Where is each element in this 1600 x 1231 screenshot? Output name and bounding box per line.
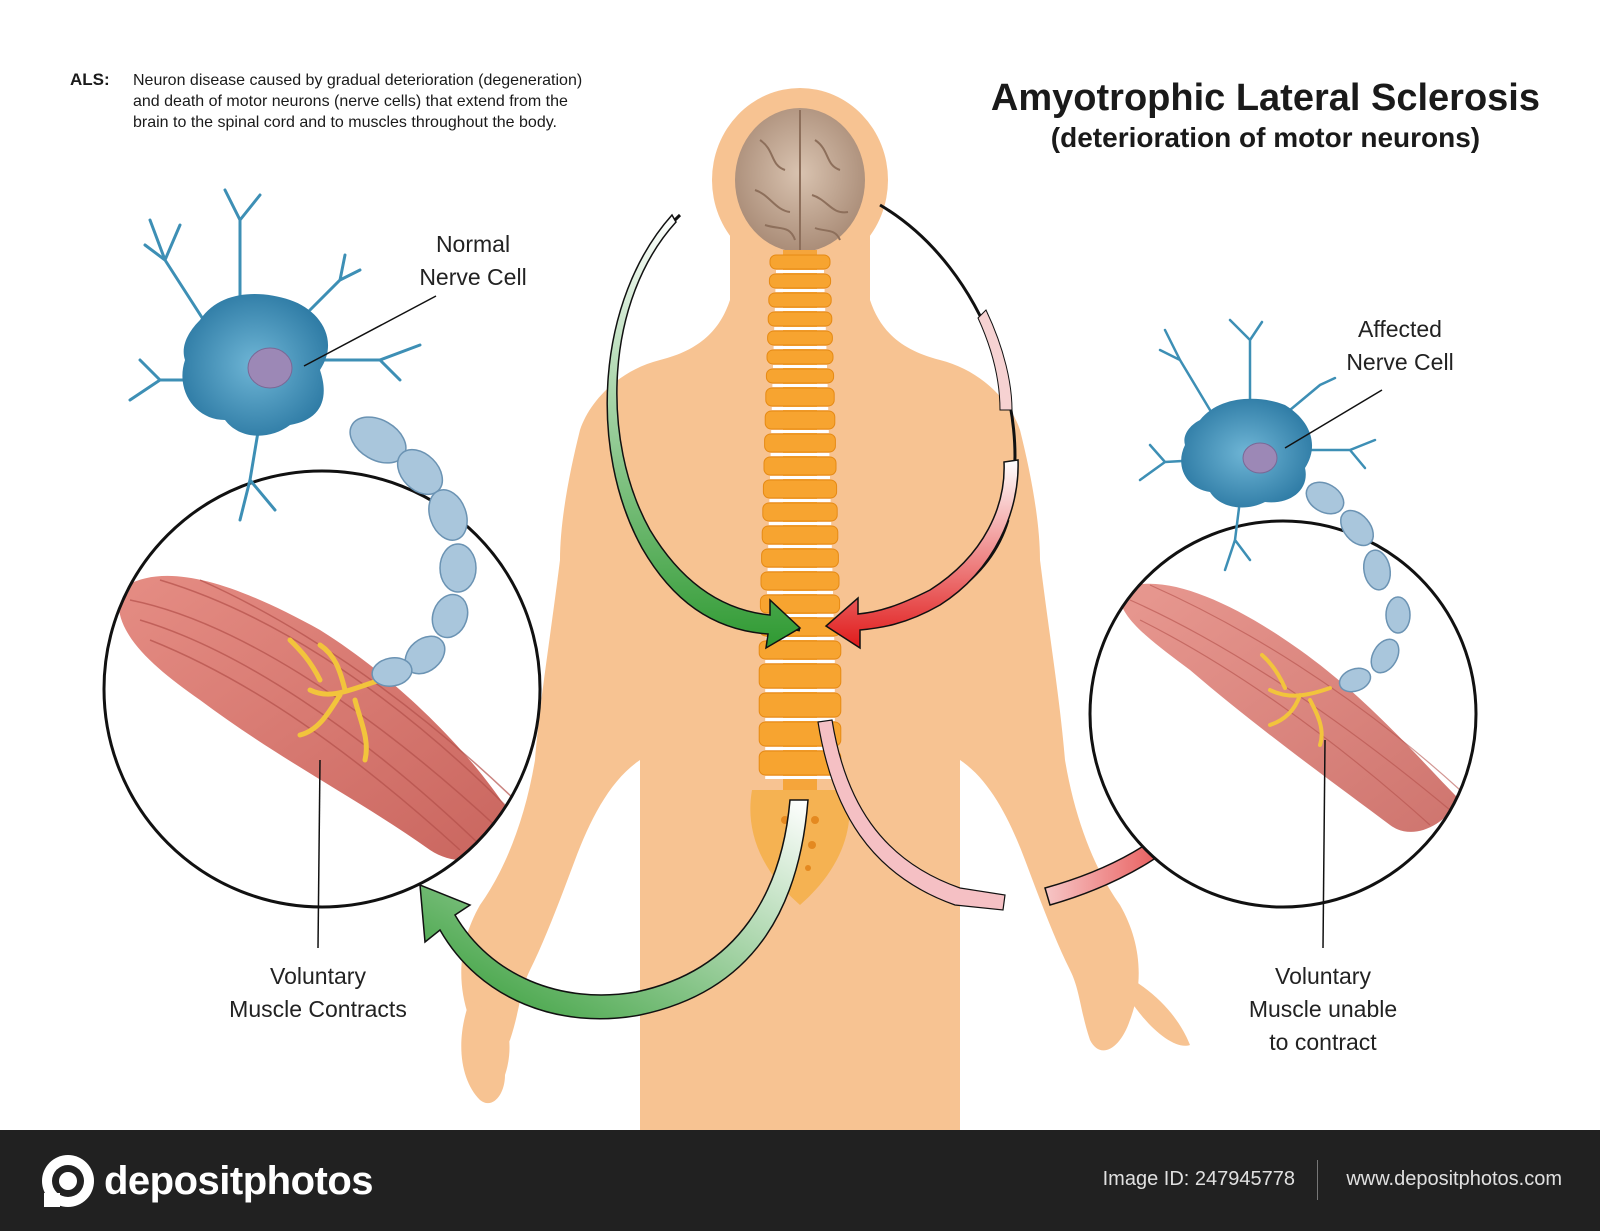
intervertebral-disc xyxy=(765,776,835,779)
intervertebral-disc xyxy=(770,476,830,479)
intervertebral-disc xyxy=(767,591,833,594)
vertebra xyxy=(762,479,838,499)
brand-logo[interactable]: depositphotos xyxy=(40,1150,374,1212)
normal-cell-label-line-1: Normal xyxy=(435,231,511,257)
intervertebral-disc xyxy=(765,689,835,692)
intervertebral-disc xyxy=(769,499,831,502)
vertebra xyxy=(768,273,832,289)
intervertebral-disc xyxy=(766,614,834,617)
intervertebral-disc xyxy=(776,270,824,273)
vertebra xyxy=(758,663,842,689)
affected-axon xyxy=(1305,481,1411,693)
camera-logo-icon xyxy=(42,1155,94,1207)
intervertebral-disc xyxy=(774,327,826,330)
vertebra xyxy=(768,292,832,308)
affected-nerve-cell xyxy=(1138,318,1383,572)
right-muscle-pointer xyxy=(1322,739,1326,949)
vertebra xyxy=(758,692,842,718)
intervertebral-disc xyxy=(772,384,828,387)
site-link[interactable]: www.depositphotos.com xyxy=(1346,1168,1562,1190)
vertebra xyxy=(765,387,835,407)
right-muscle-label-line-3: to contract xyxy=(1269,1029,1377,1055)
footer-divider xyxy=(1317,1160,1318,1200)
normal-nerve-cell xyxy=(128,188,437,522)
vertebra xyxy=(766,349,834,365)
footer-bar: depositphotos Image ID: 247945778 www.de… xyxy=(0,1130,1600,1231)
intervertebral-disc xyxy=(765,637,835,640)
normal-cell-label: Normal Nerve Cell xyxy=(398,228,548,294)
intervertebral-disc xyxy=(765,747,835,750)
vertebra xyxy=(758,640,842,660)
vertebra xyxy=(769,254,831,270)
normal-axon xyxy=(349,416,477,687)
affected-muscle-inset xyxy=(1088,519,1478,909)
vertebra xyxy=(761,525,839,545)
affected-cell-label: Affected Nerve Cell xyxy=(1325,313,1475,379)
brand-name: depositphotos xyxy=(104,1158,374,1203)
normal-signal-arrow-lower xyxy=(419,799,809,1020)
definition-label: ALS: xyxy=(70,70,110,89)
right-muscle-label: Voluntary Muscle unable to contract xyxy=(1213,960,1433,1059)
intervertebral-disc xyxy=(765,660,835,663)
intervertebral-disc xyxy=(773,365,827,368)
vertebra xyxy=(767,311,833,327)
definition-text: Neuron disease caused by gradual deterio… xyxy=(133,70,733,133)
normal-signal-arrow-upper xyxy=(606,213,802,650)
vertebra xyxy=(762,502,838,522)
vertebra xyxy=(764,410,836,430)
definition-line-1: Neuron disease caused by gradual deterio… xyxy=(133,72,583,89)
left-muscle-label: Voluntary Muscle Contracts xyxy=(198,960,438,1026)
vertebra xyxy=(767,330,833,346)
affected-signal-arrow-upper xyxy=(824,309,1019,650)
right-muscle-label-line-1: Voluntary xyxy=(1275,963,1371,989)
intervertebral-disc xyxy=(774,308,826,311)
normal-cell-label-line-2: Nerve Cell xyxy=(419,264,527,290)
affected-cell-label-line-1: Affected xyxy=(1358,316,1442,342)
right-muscle-label-line-2: Muscle unable xyxy=(1248,996,1398,1022)
intervertebral-disc xyxy=(771,430,829,433)
intervertebral-disc xyxy=(770,453,830,456)
intervertebral-disc xyxy=(768,545,832,548)
definition-line-3: brain to the spinal cord and to muscles … xyxy=(133,114,557,131)
left-muscle-pointer xyxy=(317,759,321,949)
spinal-column xyxy=(750,250,850,905)
page-title: Amyotrophic Lateral Sclerosis (deteriora… xyxy=(991,76,1540,156)
left-muscle-label-line-1: Voluntary xyxy=(270,963,366,989)
normal-muscle-inset xyxy=(102,469,542,909)
affected-cell-label-line-2: Nerve Cell xyxy=(1346,349,1454,375)
als-illustration xyxy=(102,88,1478,1130)
vertebra xyxy=(761,548,839,568)
title-sub: (deterioration of motor neurons) xyxy=(1050,122,1481,153)
intervertebral-disc xyxy=(767,568,833,571)
intervertebral-disc xyxy=(765,718,835,721)
vertebra xyxy=(765,368,835,384)
image-id: Image ID: 247945778 xyxy=(1102,1168,1295,1190)
intervertebral-disc xyxy=(773,346,827,349)
intervertebral-disc xyxy=(775,289,825,292)
left-muscle-label-line-2: Muscle Contracts xyxy=(229,996,407,1022)
brain xyxy=(735,108,865,252)
intervertebral-disc xyxy=(768,522,832,525)
title-main: Amyotrophic Lateral Sclerosis xyxy=(990,77,1540,119)
vertebra xyxy=(760,571,840,591)
definition-line-2: and death of motor neurons (nerve cells)… xyxy=(133,93,568,110)
vertebra xyxy=(763,456,837,476)
intervertebral-disc xyxy=(771,407,829,410)
vertebra xyxy=(764,433,836,453)
